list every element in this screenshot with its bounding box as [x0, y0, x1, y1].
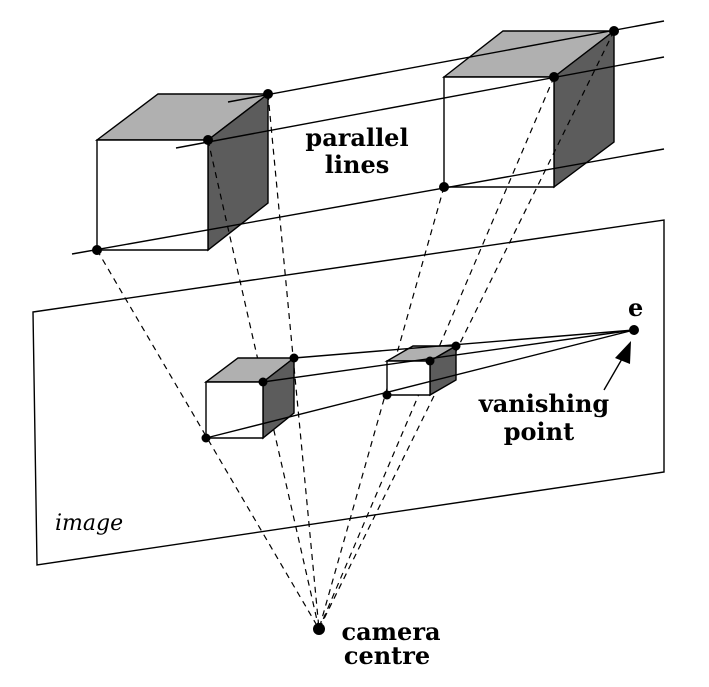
parallel-world-lines: [71, 20, 665, 255]
point-far-cube-top: [609, 26, 619, 36]
vanishing-point-e: [629, 325, 639, 335]
image-plane: [32, 219, 665, 566]
image-far-cube: [384, 344, 459, 397]
parallel-line-top: [227, 20, 665, 103]
arrowhead-icon: [615, 341, 631, 364]
image-line-middle: [262, 329, 635, 383]
parallel-line-bottom: [71, 148, 665, 255]
ray-far-top: [318, 30, 615, 630]
vanishing-point-letter: e: [628, 293, 643, 322]
image-line-top: [293, 329, 635, 359]
image-near-cube-front-face: [205, 381, 264, 439]
parallel-lines-label-line2: lines: [325, 150, 389, 179]
vanishing-point-label-line2: point: [504, 417, 574, 446]
point-far-cube-middle: [549, 72, 559, 82]
point-near-cube-bottom: [92, 245, 102, 255]
point-image-far-top: [451, 341, 461, 351]
converging-image-lines: [205, 329, 635, 439]
parallel-line-middle: [175, 56, 665, 149]
image-plane-label: image: [55, 511, 123, 536]
point-image-far-bottom: [382, 390, 392, 400]
far-cube-front-face: [443, 76, 555, 188]
near-cube-front-face: [96, 139, 209, 251]
vanishing-point-arrow: [603, 341, 631, 391]
point-image-far-middle: [425, 356, 435, 366]
near-cube: [94, 92, 271, 252]
camera-centre-point: [313, 623, 325, 635]
point-near-cube-top: [263, 89, 273, 99]
point-image-near-middle: [258, 377, 268, 387]
camera-centre-label-line2: centre: [344, 641, 430, 670]
image-near-cube: [203, 356, 297, 440]
camera-centre-label-line1: camera: [341, 617, 440, 646]
image-far-cube-front-face: [386, 360, 431, 396]
point-near-cube-middle: [203, 135, 213, 145]
point-image-near-top: [289, 353, 299, 363]
parallel-lines-label-line1: parallel: [305, 123, 408, 152]
far-cube: [441, 29, 617, 189]
point-image-near-bottom: [201, 433, 211, 443]
ray-far-bottom: [318, 186, 445, 630]
ray-near-bottom: [96, 249, 320, 630]
vanishing-point-label-line1: vanishing: [478, 389, 610, 418]
image-line-bottom: [205, 329, 635, 439]
marked-points: [92, 26, 639, 635]
point-far-cube-bottom: [439, 182, 449, 192]
